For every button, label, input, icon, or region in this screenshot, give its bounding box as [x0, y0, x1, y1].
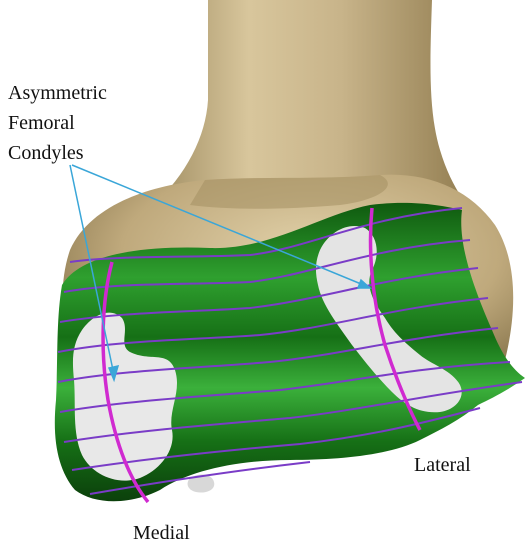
- surface-grid: [57, 207, 523, 495]
- callout-line-2: Femoral: [8, 112, 75, 134]
- lateral-cartilage-patch: [315, 226, 462, 413]
- callout-line-3: Condyles: [8, 142, 84, 164]
- condyle-boundaries: [101, 207, 422, 504]
- callout-line-1: Asymmetric: [8, 82, 107, 104]
- lateral-label: Lateral: [414, 454, 471, 476]
- small-cartilage-speck: [187, 474, 215, 493]
- bone-shadow: [190, 175, 388, 209]
- callout-arrows: [69, 164, 372, 383]
- medial-cartilage-patch: [72, 312, 177, 481]
- medial-label: Medial: [133, 522, 190, 544]
- callout-label: Asymmetric Femoral Condyles: [8, 78, 107, 168]
